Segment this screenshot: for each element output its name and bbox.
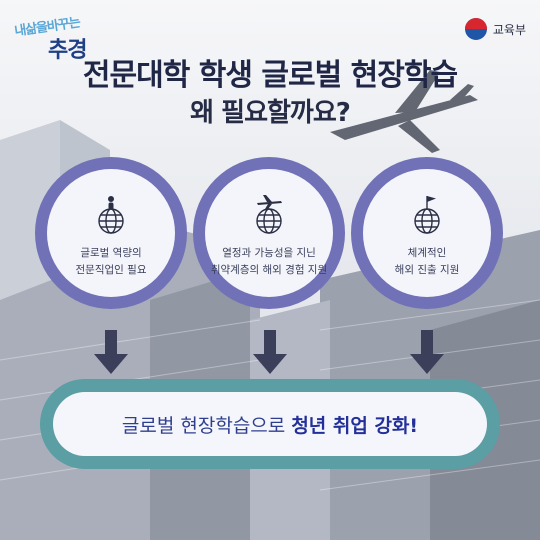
ministry-name: 교육부 xyxy=(492,22,526,37)
page-title: 전문대학 학생 글로벌 현장학습 xyxy=(82,58,458,93)
conclusion-pill: 글로벌 현장학습으로 청년 취업 강화! xyxy=(53,392,487,456)
campaign-logo-wordmark: 추경 xyxy=(48,38,87,63)
arrow-down-icon xyxy=(253,330,287,374)
reason-circle-inner: 체계적인 해외 진출 지원 xyxy=(363,169,491,297)
taegeuk-emblem-icon xyxy=(464,18,487,40)
reason-text: 열정과 가능성을 지닌 취약계층의 해외 경험 지원 xyxy=(209,245,329,279)
globe-airplane-icon xyxy=(256,195,282,234)
reason-circle-inner: 열정과 가능성을 지닌 취약계층의 해외 경험 지원 xyxy=(205,169,333,297)
page-subtitle: 왜 필요할까요? xyxy=(190,98,351,128)
reason-circle-inner: 글로벌 역량의 전문직업인 필요 xyxy=(47,169,175,297)
reason-text: 체계적인 해외 진출 지원 xyxy=(367,245,487,279)
airplane-silhouette xyxy=(330,70,478,153)
reason-line: 글로벌 역량의 xyxy=(80,247,142,259)
reason-line: 체계적인 xyxy=(407,247,447,259)
reason-line: 취약계층의 해외 경험 지원 xyxy=(210,264,328,276)
conclusion-highlight: 청년 취업 강화! xyxy=(291,414,419,437)
globe-flag-icon xyxy=(414,196,440,234)
reason-circle-1: 글로벌 역량의 전문직업인 필요 xyxy=(35,157,187,309)
globe-person-icon xyxy=(98,196,124,234)
reason-line: 해외 진출 지원 xyxy=(394,264,460,276)
reason-line: 열정과 가능성을 지닌 xyxy=(222,247,316,259)
arrow-down-icon xyxy=(410,330,444,374)
conclusion-banner: 글로벌 현장학습으로 청년 취업 강화! xyxy=(40,379,500,469)
arrow-down-icon xyxy=(94,330,128,374)
reason-circle-3: 체계적인 해외 진출 지원 xyxy=(351,157,503,309)
ministry-logo: 교육부 xyxy=(464,18,526,40)
reason-text: 글로벌 역량의 전문직업인 필요 xyxy=(51,245,171,279)
reason-circle-2: 열정과 가능성을 지닌 취약계층의 해외 경험 지원 xyxy=(193,157,345,309)
reason-line: 전문직업인 필요 xyxy=(75,264,147,276)
conclusion-prefix: 글로벌 현장학습으로 xyxy=(121,414,292,437)
campaign-logo: 내삶을바꾸는 추경 xyxy=(14,10,104,63)
